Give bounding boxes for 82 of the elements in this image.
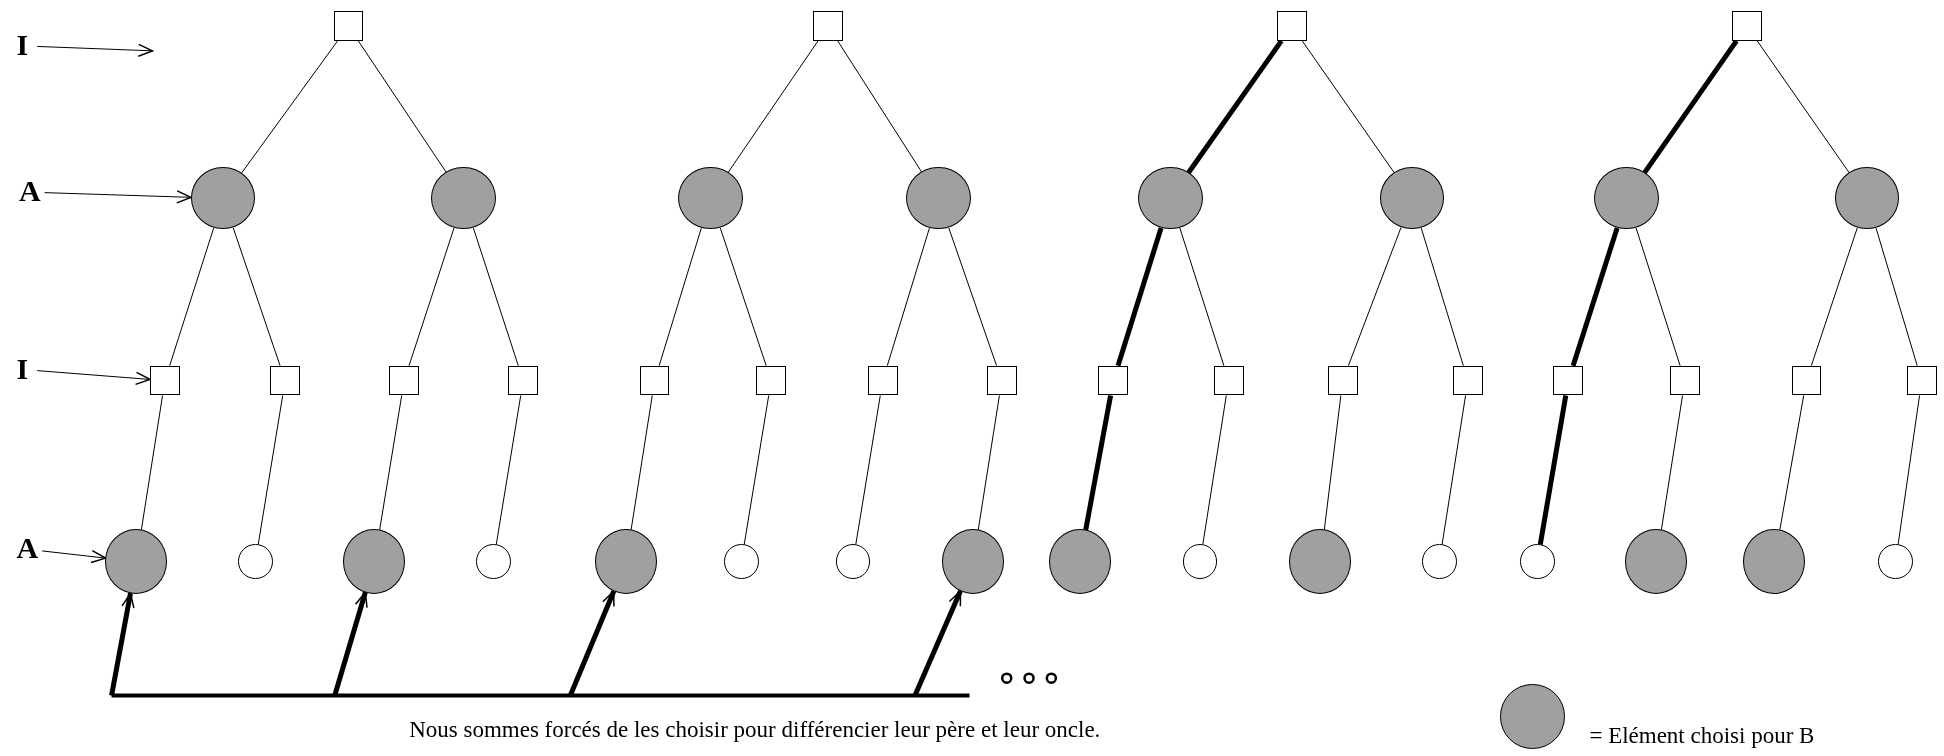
tree-edge: [1897, 395, 1921, 545]
square-node: [813, 11, 844, 41]
tree-edge: [1301, 40, 1395, 174]
tree-edge: [719, 227, 767, 367]
thick-tree-edge: [1083, 395, 1114, 531]
tree-edge: [1323, 395, 1342, 531]
tree-edge: [886, 227, 930, 367]
thick-tree-edge: [1642, 39, 1739, 175]
square-node: [1553, 365, 1584, 396]
square-node: [639, 365, 670, 396]
thick-arrow: [912, 590, 963, 697]
circle-node: [1182, 544, 1218, 579]
level-label: I: [7, 26, 38, 66]
tree-edge: [1779, 395, 1805, 531]
tree-edge: [1875, 227, 1918, 367]
circle-node: [1520, 544, 1555, 579]
tree-edge: [727, 40, 819, 173]
tree-edge: [357, 40, 447, 173]
thick-tree-edge: [1537, 395, 1569, 545]
square-node: [508, 365, 539, 396]
tree-edge: [630, 395, 653, 531]
tree-edge: [658, 227, 702, 367]
tree-edge: [472, 227, 519, 367]
arrow: [36, 43, 154, 58]
tree-edge: [1441, 395, 1467, 545]
arrow: [36, 370, 151, 386]
thick-tree-edge: [1115, 227, 1164, 367]
level-label: A: [12, 529, 43, 570]
circle-node: [724, 544, 759, 579]
square-node: [1098, 365, 1129, 396]
square-node: [986, 365, 1017, 396]
tree-edge: [977, 395, 1000, 531]
tree-edge: [408, 227, 455, 367]
circle-node: [238, 544, 273, 579]
tree-edge: [379, 395, 403, 531]
tree-edge: [743, 395, 770, 545]
tree-edge: [1179, 227, 1225, 367]
tree-edge: [169, 227, 215, 367]
square-node: [389, 365, 420, 396]
tree-edge: [855, 395, 881, 545]
square-node: [270, 365, 300, 396]
tree-edge: [140, 395, 164, 531]
legend-text: = Elément choisi pour B: [1589, 722, 1815, 749]
level-label: A: [14, 172, 45, 212]
square-node: [333, 11, 364, 41]
arrow: [41, 549, 107, 564]
tree-edge: [1635, 227, 1681, 367]
square-node: [1213, 365, 1244, 396]
level-label: I: [7, 349, 38, 390]
tree-edge: [1420, 227, 1464, 367]
tree-edge: [232, 227, 281, 367]
caption: Nous sommes forcés de les choisir pour différencier leur père et leur oncle.: [409, 716, 1101, 743]
thick-arrow: [568, 590, 617, 697]
square-node: [1906, 365, 1937, 396]
square-node: [756, 365, 786, 396]
tree-edge: [1660, 395, 1684, 531]
square-node: [1732, 11, 1762, 41]
tree-edge: [241, 40, 339, 174]
tree-edge: [837, 40, 923, 173]
circle-node: [476, 544, 511, 579]
square-node: [1791, 365, 1822, 396]
circle-node: [1422, 544, 1457, 579]
thick-arrow: [332, 591, 368, 697]
arrow: [44, 190, 192, 204]
tree-edge: [257, 395, 284, 545]
square-node: [1670, 365, 1700, 396]
square-node: [1453, 365, 1483, 396]
circle-node: [835, 544, 871, 579]
square-node: [1327, 365, 1358, 396]
circle-node: [1878, 544, 1913, 579]
tree-edge: [1810, 227, 1858, 367]
thick-tree-edge: [1570, 227, 1620, 367]
tree-edge: [948, 227, 998, 367]
thick-arrow: [109, 592, 135, 696]
square-node: [150, 365, 180, 396]
tree-edge: [1347, 226, 1402, 367]
square-node: [867, 365, 898, 396]
tree-edge: [495, 395, 522, 545]
thick-tree-edge: [1186, 39, 1284, 175]
tree-edge: [1202, 395, 1227, 545]
square-node: [1277, 11, 1307, 41]
tree-edge: [1756, 40, 1850, 174]
